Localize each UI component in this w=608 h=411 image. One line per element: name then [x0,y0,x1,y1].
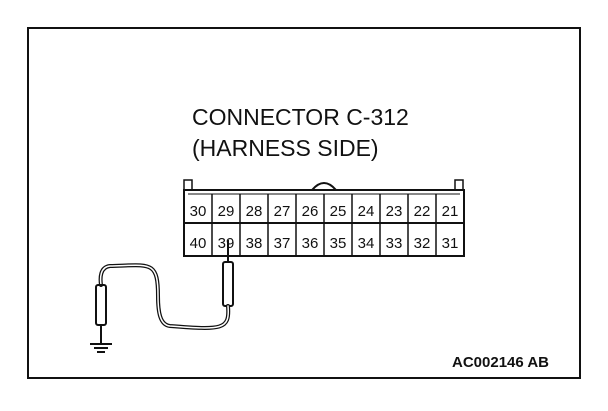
pin-label: 36 [302,235,319,252]
pin-label: 28 [246,203,263,220]
pin-label: 25 [330,203,347,220]
test-lead-wire [98,263,231,330]
top-row-pins: 30 29 28 27 26 25 24 23 22 21 [190,203,459,220]
ground-icon [90,343,112,353]
ground-probe-body [95,284,107,326]
pin-label: 37 [274,235,291,252]
pin-label: 38 [246,235,263,252]
pin-label: 31 [442,235,459,252]
ground-probe [95,284,107,344]
pin-label: 33 [386,235,403,252]
pin-label: 26 [302,203,319,220]
pin-label: 34 [358,235,375,252]
pin-label: 29 [218,203,235,220]
pin-label: 40 [190,235,207,252]
pin-label: 23 [386,203,403,220]
test-lead-wire-highlight [99,264,230,329]
pin-label: 35 [330,235,347,252]
pin-label: 22 [414,203,431,220]
pin-cell-dividers [211,194,437,256]
bottom-row-pins: 40 39 38 37 36 35 34 33 32 31 [190,235,459,252]
connector-right-post [454,179,464,191]
connector-title: CONNECTOR C-312 [192,104,409,130]
connector-lock-tab [311,182,337,191]
pin-label: 30 [190,203,207,220]
pin-label-probed: 39 [218,235,235,252]
pin-label: 24 [358,203,375,220]
pin-label: 21 [442,203,459,220]
connector-housing [183,179,465,257]
pin-label: 27 [274,203,291,220]
figure-code: AC002146 AB [452,354,549,371]
connector-left-post [183,179,193,191]
diagram-frame [27,27,581,379]
pin-label: 32 [414,235,431,252]
connector-subtitle: (HARNESS SIDE) [192,135,379,161]
probe-body [222,261,234,307]
